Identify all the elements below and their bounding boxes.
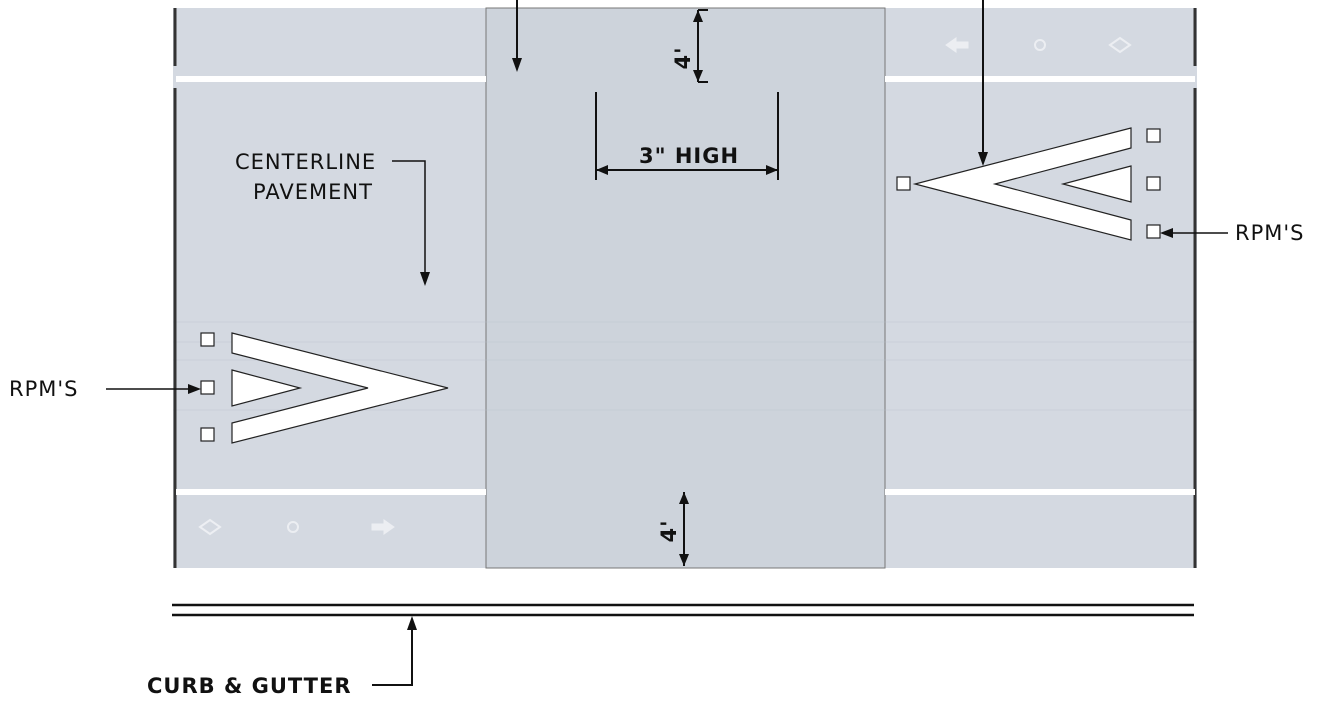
bicycle-icon — [287, 521, 299, 533]
curb-label: CURB & GUTTER — [147, 674, 352, 698]
curb-and-gutter — [172, 603, 1194, 617]
diamond-icon — [198, 518, 222, 536]
rpm-left-label: RPM'S — [9, 377, 78, 401]
stop-bar-right-top — [885, 76, 1195, 82]
setback-top-label: 4' — [671, 46, 695, 69]
centerline-label-line2: PAVEMENT — [253, 180, 373, 204]
rpm-right-label: RPM'S — [1235, 221, 1304, 245]
rpm-marker — [1146, 176, 1161, 191]
rpm-marker — [200, 380, 215, 395]
top-leaders — [512, 0, 988, 166]
setback-bottom-dimension — [679, 492, 689, 566]
centerline-label-line1: CENTERLINE — [235, 150, 376, 174]
left-rpm-markers — [200, 332, 215, 442]
curb-leader — [372, 616, 417, 686]
left-chevron-marking — [231, 332, 449, 444]
right-rpm-markers — [896, 128, 1161, 239]
rpm-right-leader — [1160, 228, 1228, 238]
setback-top-dimension — [693, 9, 708, 83]
arrow-left-icon — [945, 37, 969, 53]
centerline-leader — [392, 160, 430, 286]
rpm-marker — [200, 427, 215, 442]
letter-height-label: 3" HIGH — [639, 144, 739, 168]
rpm-marker — [1146, 224, 1161, 239]
rpm-marker — [896, 176, 911, 191]
stop-bar-left-top — [176, 76, 486, 82]
stop-bar-right-bottom — [885, 489, 1195, 495]
bicycle-icon — [1034, 39, 1046, 51]
left-roadway — [173, 8, 486, 568]
letter-height-dimension — [595, 92, 779, 180]
diamond-icon — [1108, 36, 1132, 54]
faint-symbols-bottom — [198, 518, 395, 536]
rpm-marker — [1146, 128, 1161, 143]
stop-bar-left-bottom — [176, 489, 486, 495]
rpm-marker — [200, 332, 215, 347]
setback-bottom-label: 4' — [657, 519, 681, 542]
right-chevron-marking — [912, 127, 1132, 241]
arrow-right-icon — [371, 519, 395, 535]
median-crossing — [485, 7, 886, 569]
faint-symbols-top — [945, 36, 1132, 54]
rpm-left-leader — [106, 384, 201, 394]
right-roadway — [885, 8, 1197, 568]
